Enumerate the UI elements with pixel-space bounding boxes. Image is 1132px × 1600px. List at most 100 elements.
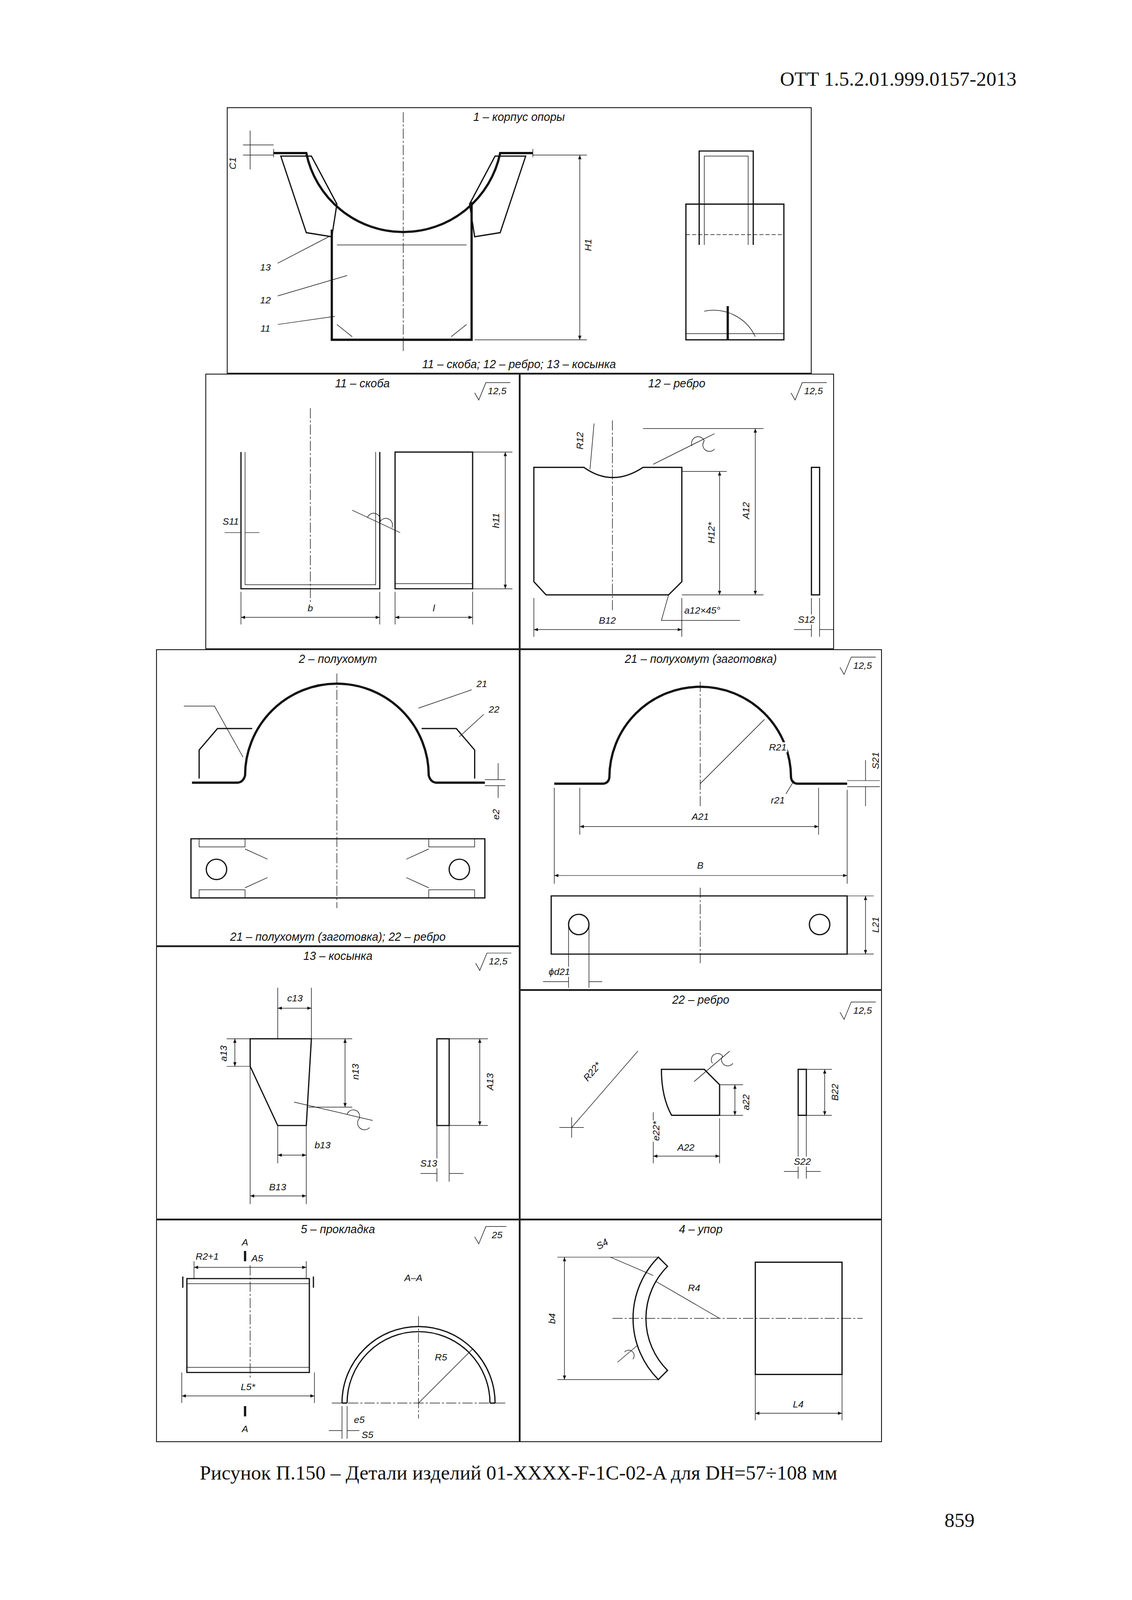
bracket-view xyxy=(395,617,473,618)
stop-view xyxy=(755,1374,842,1421)
dimension-label: r21 xyxy=(770,795,786,806)
dimension-label: А xyxy=(240,1424,250,1435)
dimension-label: b13 xyxy=(313,1140,332,1151)
support-body-view xyxy=(699,151,754,246)
half-clamp-blank-view xyxy=(554,875,848,876)
panel-title: 11 – скоба xyxy=(333,374,392,392)
bracket-view xyxy=(240,591,380,625)
stop-view xyxy=(610,1257,654,1276)
stop-view xyxy=(755,1262,842,1375)
dimension-label: H12* xyxy=(706,521,717,545)
gasket-view xyxy=(250,1265,251,1380)
stop-view xyxy=(557,1257,658,1380)
dimension-label: h11 xyxy=(490,511,501,529)
dimension-label: C1 xyxy=(227,156,238,171)
bracket-view xyxy=(395,452,473,590)
gasket-view xyxy=(181,1395,315,1397)
rib-view xyxy=(793,598,834,637)
roughness-symbol xyxy=(474,382,876,1245)
drawing-panel: 12 – ребро xyxy=(519,373,835,650)
gusset-view xyxy=(277,1007,312,1009)
roughness-symbol xyxy=(474,1226,507,1244)
panel-note: 21 – полухомут (заготовка); 22 – ребро xyxy=(228,928,448,946)
dimension-label: a22 xyxy=(740,1093,752,1112)
support-body-view xyxy=(726,306,730,340)
half-clamp-view xyxy=(198,728,252,779)
dimension-label: 12,5 xyxy=(487,956,509,967)
gusset-view xyxy=(226,1038,251,1067)
rib-22-view xyxy=(798,1069,807,1116)
gasket-view xyxy=(331,1316,506,1419)
dimension-label: B13 xyxy=(268,1182,287,1193)
support-body-view xyxy=(336,245,467,337)
document-code: ОТТ 1.5.2.01.999.0157-2013 xyxy=(779,68,1018,90)
panel-title: 12 – ребро xyxy=(646,374,708,392)
dimension-label: 22 xyxy=(487,704,501,715)
half-clamp-view xyxy=(206,859,227,880)
gusset-view xyxy=(344,1038,346,1108)
half-clamp-blank-view xyxy=(579,787,819,835)
dimension-label: R5 xyxy=(433,1352,449,1363)
figure-caption: Рисунок П.150 – Детали изделий 01-XXXX-F… xyxy=(199,1461,838,1485)
rib-22-view xyxy=(559,1051,832,1179)
rib-view xyxy=(719,471,720,595)
stop-view xyxy=(656,1281,720,1319)
gasket-view xyxy=(182,1276,314,1289)
support-body-view xyxy=(469,156,526,237)
rib-view xyxy=(811,467,820,595)
half-clamp-view xyxy=(183,689,485,758)
bracket-view xyxy=(352,510,401,533)
dimension-label: A13 xyxy=(485,1072,496,1092)
roughness-symbol xyxy=(839,1001,876,1020)
dimension-label: c13 xyxy=(286,993,304,1004)
half-clamp-blank-view xyxy=(699,887,701,965)
dimension-label: A5 xyxy=(250,1253,265,1264)
half-clamp-view xyxy=(497,763,499,799)
dimension-label: S12 xyxy=(797,614,816,625)
gasket-view xyxy=(193,1267,307,1268)
gusset-view xyxy=(277,987,312,1039)
bracket-view xyxy=(472,452,513,590)
rib-22-view xyxy=(734,1085,736,1116)
dimension-label: R22* xyxy=(580,1059,604,1084)
rib-view xyxy=(533,467,682,595)
dimension-label: n13 xyxy=(349,1062,360,1081)
support-body-view xyxy=(243,112,784,353)
dimension-label: A21 xyxy=(690,811,710,822)
dimension-label: L4 xyxy=(792,1399,805,1410)
dimension-label: B22 xyxy=(829,1082,840,1102)
dimension-label: L5* xyxy=(239,1382,257,1393)
half-clamp-blank-view xyxy=(579,826,819,827)
dimension-label: 12,5 xyxy=(852,1005,873,1016)
dimension-label: B12 xyxy=(597,615,617,626)
stop-view xyxy=(564,1257,565,1380)
dimension-label: A12 xyxy=(740,500,752,520)
panel-note: 11 – скоба; 12 – ребро; 13 – косынка xyxy=(420,355,618,373)
stop-view xyxy=(617,1345,638,1363)
roughness-symbol xyxy=(475,953,512,971)
half-clamp-blank-view xyxy=(542,924,603,988)
dimension-label: 12,5 xyxy=(803,386,825,397)
gasket-view xyxy=(193,1261,307,1279)
gasket-view xyxy=(418,1349,473,1404)
gasket-view xyxy=(181,1372,315,1404)
gusset-view xyxy=(277,1125,307,1205)
dimension-label: R21 xyxy=(767,742,788,753)
rib-22-view xyxy=(559,1051,638,1138)
roughness-symbol xyxy=(791,382,827,401)
dimension-label: a12×45° xyxy=(683,605,722,616)
gusset-view xyxy=(308,1038,353,1108)
support-body-view xyxy=(685,234,784,235)
support-body-view xyxy=(704,310,756,337)
half-clamp-blank-view xyxy=(785,780,794,794)
bracket-view xyxy=(224,408,513,625)
dimension-label: H1 xyxy=(583,237,594,252)
support-body-view xyxy=(685,333,784,334)
dimension-label: R4 xyxy=(687,1283,702,1294)
drawing-panel: 1 – корпус опоры11 – скоба; 12 – ребро; … xyxy=(226,107,812,374)
dimension-label: R12 xyxy=(574,431,585,451)
dimension-label: А–А xyxy=(403,1272,424,1284)
bracket-view xyxy=(310,408,311,605)
